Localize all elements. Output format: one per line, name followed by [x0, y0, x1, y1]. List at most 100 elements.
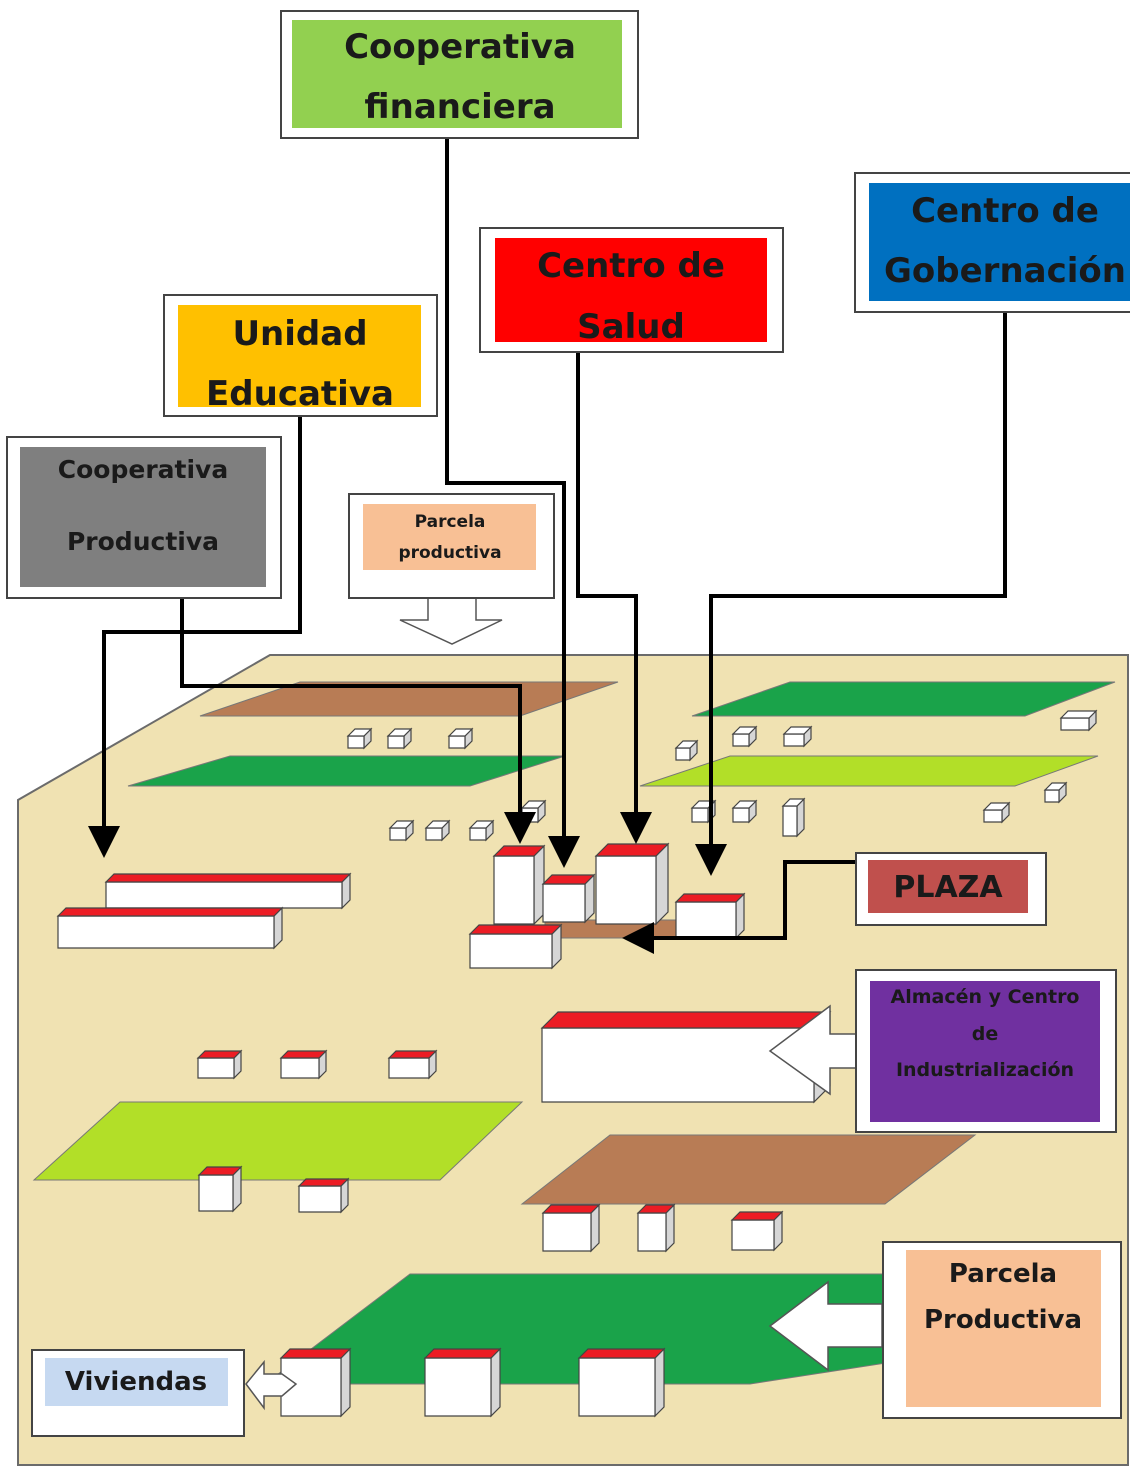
warehouse-building-front — [541, 1027, 815, 1103]
plot-green-top-right — [691, 681, 1116, 717]
coop-productiva-line1: Cooperativa — [58, 455, 228, 484]
house-front — [1060, 717, 1090, 731]
house-front — [521, 807, 539, 823]
plot-brown-middle-right — [520, 1134, 977, 1205]
house-roof — [636, 1204, 676, 1214]
plot-lightgreen-middle-left — [32, 1101, 524, 1181]
house-front — [198, 1174, 234, 1212]
line-coop-productiva — [180, 598, 536, 844]
house — [387, 1049, 438, 1080]
house-roof — [782, 726, 813, 735]
house-roof — [279, 1050, 328, 1059]
house-roof — [731, 726, 758, 735]
house-front — [675, 747, 691, 761]
house — [468, 819, 495, 842]
house — [730, 1210, 784, 1252]
house — [1059, 709, 1098, 732]
house-roof — [196, 1050, 243, 1059]
centro-salud-line2: Salud — [577, 307, 685, 347]
health-center-building-roof — [541, 874, 596, 885]
school-building — [56, 906, 284, 950]
house-front — [983, 809, 1003, 823]
dwelling-roof — [279, 1348, 352, 1359]
viviendas-text: Viviendas — [65, 1367, 207, 1397]
house — [520, 799, 547, 824]
dwelling-side — [490, 1347, 501, 1418]
large-central-building-front — [595, 855, 657, 925]
house-front — [347, 735, 365, 749]
house — [447, 727, 474, 750]
line-centro-gobernacion — [695, 312, 1007, 876]
arrow-viviendas — [245, 1359, 298, 1411]
label-almacen: Almacén y Centro de Industrialización — [855, 969, 1117, 1133]
dwelling-front — [578, 1357, 656, 1417]
line-plaza — [622, 860, 858, 954]
house-roof — [447, 728, 474, 737]
label-viviendas: Viviendas — [31, 1349, 245, 1437]
label-parcela-bottom: Parcela Productiva — [882, 1241, 1122, 1419]
house-front — [782, 805, 798, 837]
dwelling-side — [340, 1347, 351, 1418]
house — [279, 1049, 328, 1080]
plot-lightgreen-top-right — [639, 755, 1099, 787]
school-building — [104, 872, 352, 910]
parcela-top-line1: Parcela — [415, 512, 486, 532]
house-front — [1044, 789, 1060, 803]
house — [386, 727, 413, 750]
central-low-building-roof — [468, 924, 563, 935]
house-front — [469, 827, 487, 841]
house-front — [637, 1212, 667, 1252]
coop-financiera-line2: financiera — [364, 87, 555, 127]
house — [346, 727, 373, 750]
label-centro-gobernacion: Centro de Gobernación — [854, 172, 1130, 313]
coop-financiera-line1: Cooperativa — [344, 27, 576, 67]
plaza-text: PLAZA — [893, 870, 1003, 905]
house-front — [425, 827, 443, 841]
centro-salud-line1: Centro de — [537, 246, 725, 286]
house-roof — [197, 1166, 243, 1176]
school-building-front — [105, 881, 343, 909]
coop-financiera-building — [492, 844, 546, 926]
parcela-bottom-line1: Parcela — [949, 1259, 1057, 1289]
house-front — [732, 807, 750, 823]
arrow-almacen — [768, 1004, 857, 1096]
house-roof — [1043, 782, 1068, 791]
line-coop-financiera — [445, 138, 580, 868]
house-roof — [297, 1178, 350, 1187]
health-center-building-front — [542, 883, 586, 923]
house-front — [387, 735, 405, 749]
house-roof — [388, 820, 415, 829]
label-coop-financiera: Cooperativa financiera — [280, 10, 639, 139]
house-front — [731, 1219, 775, 1251]
label-parcela-top: Parcela productiva — [348, 493, 555, 599]
connector-lines — [88, 138, 1007, 954]
school-building-roof — [56, 907, 284, 917]
coop-productiva-line2: Productiva — [67, 527, 219, 556]
house — [781, 797, 806, 838]
house — [297, 1177, 350, 1214]
governance-building — [674, 892, 746, 940]
almacen-line1: Almacén y Centro — [891, 986, 1080, 1008]
dwelling-front — [424, 1357, 492, 1417]
house-roof — [674, 740, 699, 749]
house-front — [732, 733, 750, 747]
house — [731, 799, 758, 824]
large-central-building-side — [655, 842, 669, 926]
label-unidad-educativa: Unidad Educativa — [163, 294, 438, 417]
dwelling-roof — [577, 1348, 666, 1359]
line-unidad-educativa — [88, 416, 302, 858]
label-coop-productiva: Cooperativa Productiva — [6, 436, 282, 599]
arrow-parcela-bottom — [768, 1280, 883, 1372]
coop-financiera-building-roof — [492, 845, 546, 857]
house-front — [280, 1057, 320, 1079]
governance-building-front — [675, 901, 737, 939]
house-roof — [1059, 710, 1098, 719]
house — [674, 739, 699, 762]
dwelling — [423, 1347, 502, 1418]
house-front — [691, 807, 709, 823]
house — [388, 819, 415, 842]
centro-gobernacion-line1: Centro de — [911, 191, 1099, 231]
house-roof — [386, 728, 413, 737]
parcela-top-line2: productiva — [398, 543, 501, 563]
house — [541, 1203, 601, 1253]
